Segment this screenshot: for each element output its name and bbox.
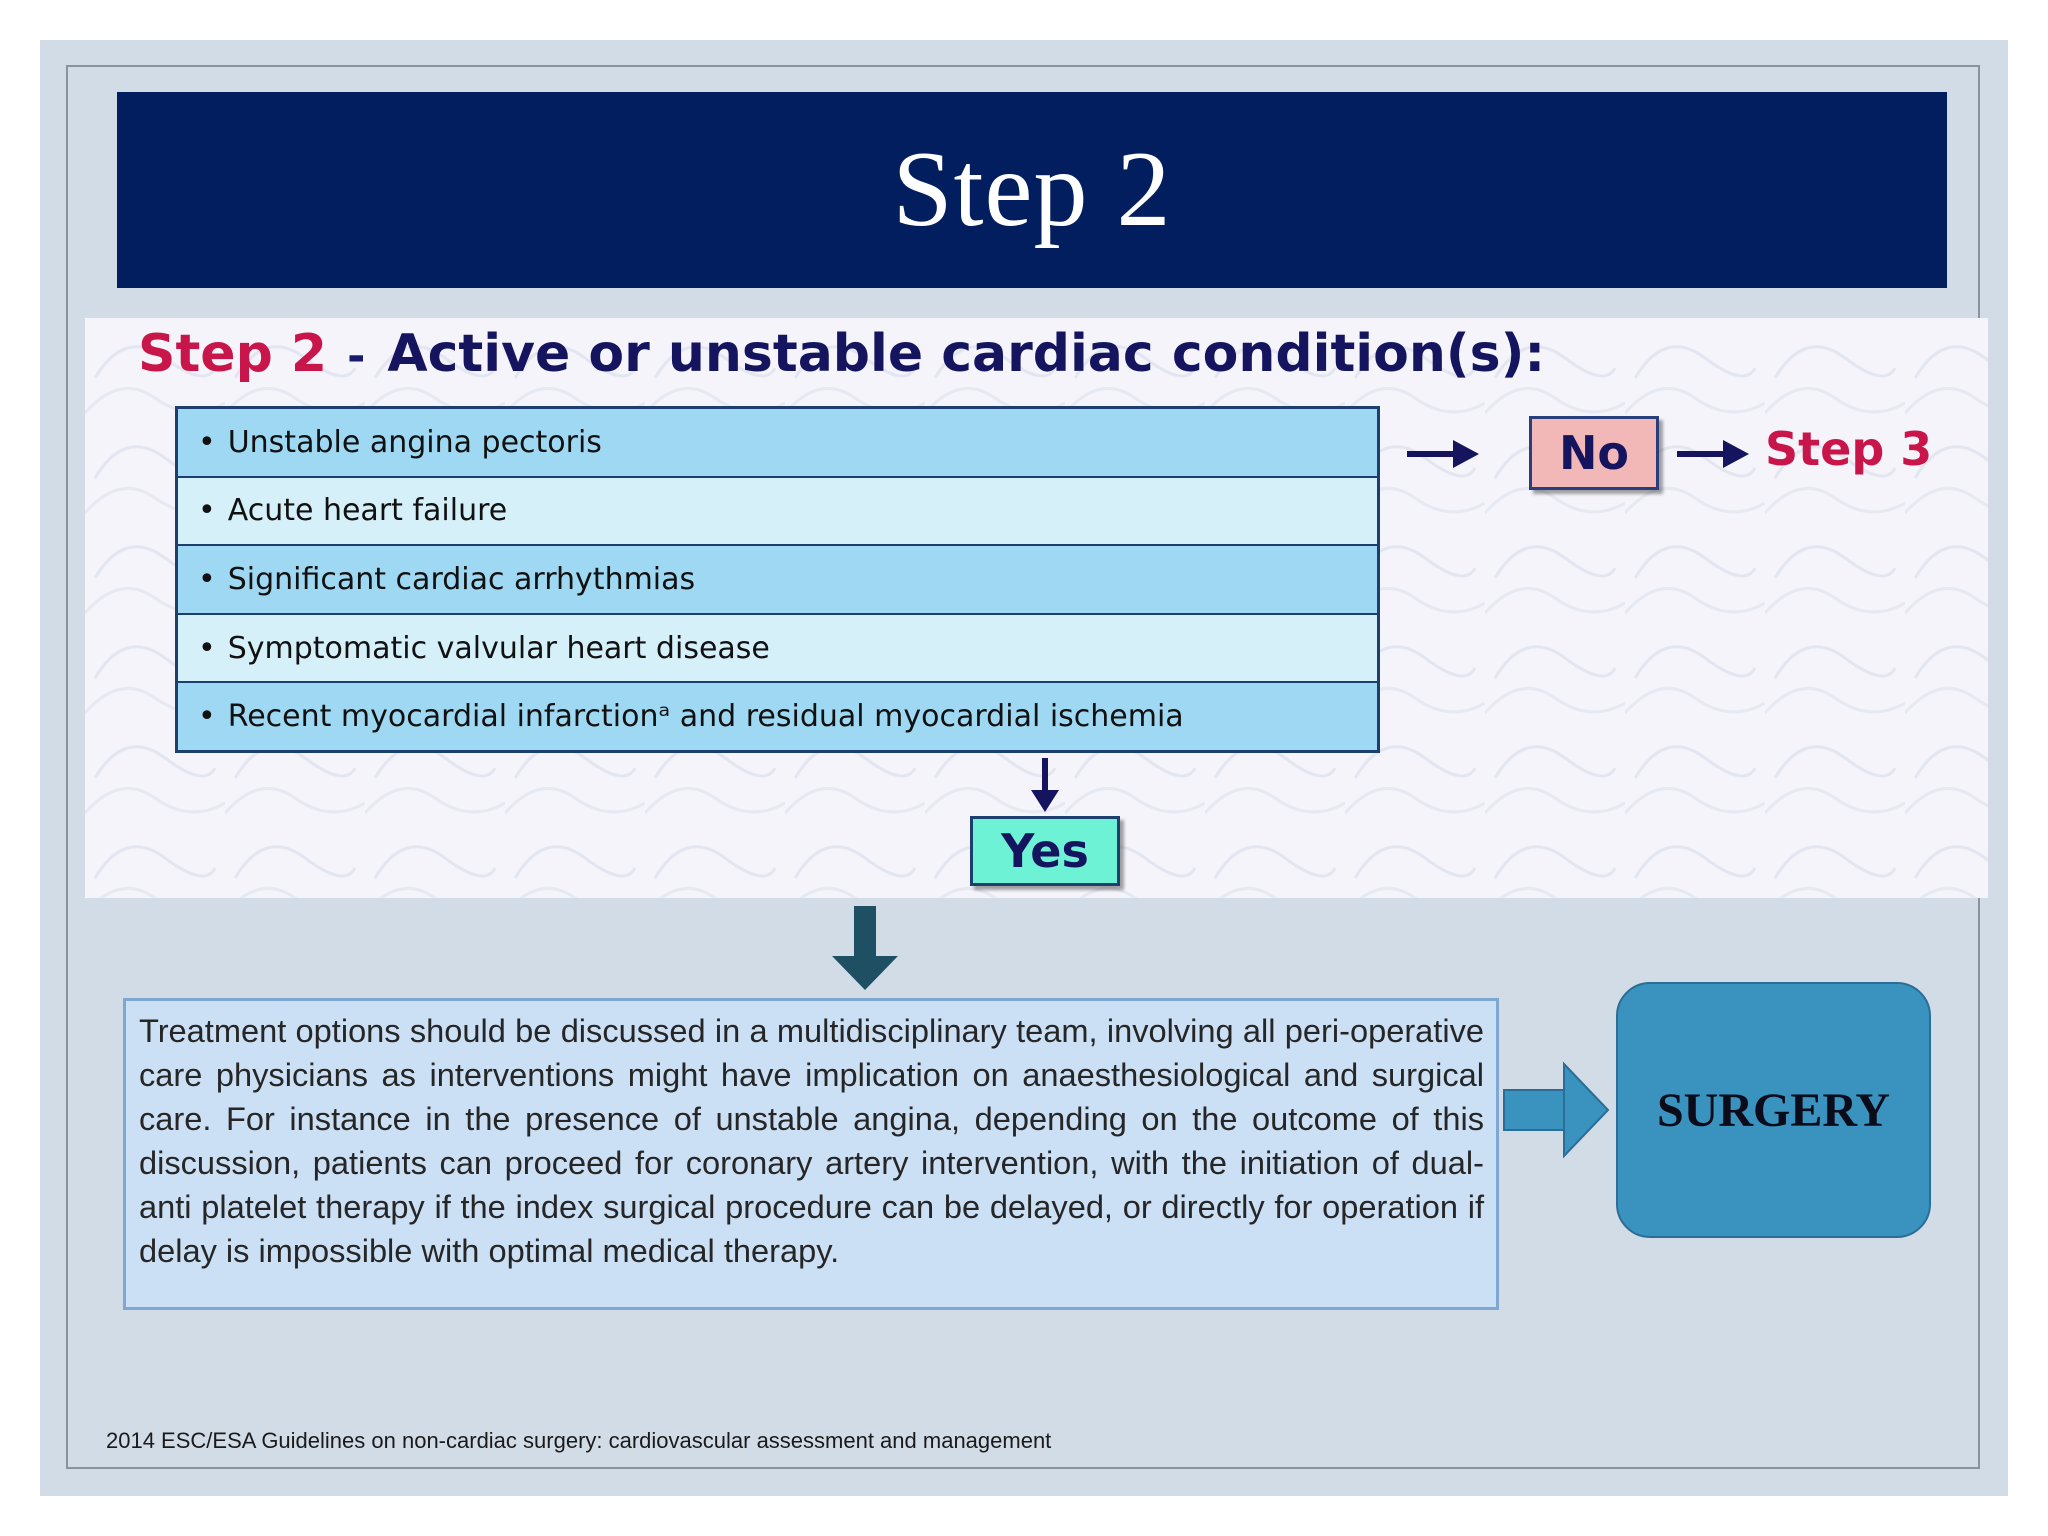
- condition-row: • Acute heart failure: [178, 477, 1377, 547]
- condition-row: • Recent myocardial infarctionᵃ and resid…: [178, 683, 1377, 750]
- title-bar: Step 2: [117, 92, 1947, 288]
- heading-dash: -: [347, 331, 366, 382]
- footer-citation: 2014 ESC/ESA Guidelines on non-cardiac s…: [106, 1428, 1052, 1453]
- flowchart-panel: Step 2-Active or unstable cardiac condit…: [85, 318, 1988, 898]
- arrow-right-to-surgery-icon: [1503, 1061, 1610, 1159]
- arrow-down-to-treatment-icon: [832, 906, 898, 990]
- no-decision-box: No: [1529, 416, 1659, 490]
- condition-label: Acute heart failure: [227, 493, 508, 529]
- arrow-right-to-step3-icon: [1677, 440, 1749, 468]
- bullet: •: [198, 630, 216, 666]
- bullet: •: [198, 493, 216, 529]
- condition-row: • Significant cardiac arrhythmias: [178, 546, 1377, 615]
- arrow-right-to-no-icon: [1407, 440, 1479, 468]
- next-step-label: Step 3: [1765, 422, 1933, 476]
- condition-label: Recent myocardial infarctionᵃ and residu…: [227, 699, 1184, 735]
- arrow-down-to-yes-icon: [1031, 758, 1059, 812]
- condition-label: Significant cardiac arrhythmias: [227, 561, 696, 597]
- yes-decision-box: Yes: [970, 816, 1120, 886]
- flow-heading: Step 2-Active or unstable cardiac condit…: [138, 324, 1545, 384]
- bullet: •: [198, 424, 216, 460]
- condition-row: • Symptomatic valvular heart disease: [178, 614, 1377, 684]
- condition-label: Unstable angina pectoris: [227, 424, 602, 460]
- heading-condition: Active or unstable cardiac condition(s):: [387, 324, 1546, 384]
- conditions-box: • Unstable angina pectoris • Acute heart f…: [175, 406, 1380, 753]
- heading-step: Step 2: [138, 324, 328, 384]
- surgery-box: SURGERY: [1616, 982, 1931, 1238]
- condition-label: Symptomatic valvular heart disease: [227, 630, 770, 666]
- bullet: •: [198, 561, 216, 597]
- slide: Step 2 Step 2-Active or unstable cardiac…: [40, 40, 2008, 1496]
- condition-row: • Unstable angina pectoris: [178, 409, 1377, 478]
- bullet: •: [198, 699, 216, 735]
- treatment-text-box: Treatment options should be discussed in…: [123, 998, 1499, 1310]
- slide-title: Step 2: [892, 130, 1172, 249]
